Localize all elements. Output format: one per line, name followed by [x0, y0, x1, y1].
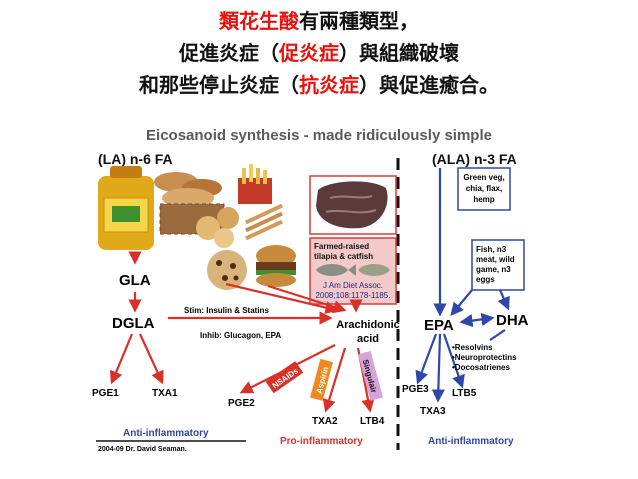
title-highlight-anti: 抗炎症: [299, 73, 359, 97]
anti-inflammatory-left: Anti-inflammatory: [123, 428, 209, 439]
green-veg-line-2: chia, flax,: [466, 184, 502, 193]
fish-icon: [358, 264, 390, 276]
farmed-fish-box: Farmed-raised tilapia & catfish J Am Die…: [309, 237, 397, 305]
pro-inflammatory-label: Pro-inflammatory: [280, 436, 363, 447]
green-veg-box: Green veg, chia, flax, hemp: [457, 167, 511, 211]
node-ltb4: LTB4: [360, 416, 385, 427]
node-arachidonic-2: acid: [357, 333, 379, 345]
aspirin-tag: Aspirin: [310, 358, 333, 401]
node-txa1: TXA1: [152, 388, 178, 399]
node-dgla: DGLA: [112, 315, 155, 332]
title-highlight-pro: 促炎症: [279, 41, 339, 65]
node-txa2: TXA2: [312, 416, 338, 427]
slide-title-line-3: 和那些停止炎症（抗炎症）與促進癒合。: [0, 73, 638, 97]
title-text: ）與組織破壞: [339, 41, 459, 65]
breadsticks-image: [245, 203, 283, 241]
title-text: 有兩種類型，: [299, 9, 419, 33]
dha-product-neuroprotectins: •Neuroprotectins: [452, 353, 517, 362]
meat-image: [309, 175, 397, 235]
anti-inflammatory-right: Anti-inflammatory: [428, 436, 514, 447]
stim-label: Stim: Insulin & Statins: [184, 306, 269, 315]
copyright: 2004-09 Dr. David Seaman.: [98, 446, 187, 453]
node-pge2: PGE2: [228, 398, 255, 409]
diagram-title: Eicosanoid synthesis - made ridiculously…: [146, 127, 492, 144]
inhib-label: Inhib: Glucagon, EPA: [200, 331, 281, 340]
node-epa: EPA: [424, 317, 454, 334]
farmed-fish-label-1: Farmed-raised: [314, 242, 369, 251]
n3-arrows: [415, 168, 510, 403]
node-txa3: TXA3: [420, 406, 446, 417]
singulair-tag: Singulair: [357, 351, 383, 401]
farmed-fish-label-2: tilapia & catfish: [314, 252, 373, 261]
n6-arrows: [109, 251, 375, 413]
n6-header: (LA) n-6 FA: [98, 151, 173, 167]
node-ltb5: LTB5: [452, 388, 477, 399]
title-text: 和那些停止炎症（: [139, 73, 299, 97]
citation-line-1: J Am Diet Assoc.: [323, 281, 383, 290]
cookie-image: [207, 250, 247, 290]
fish-meat-line-3: game, n3: [476, 265, 511, 274]
dha-product-docosatrienes: •Docosatrienes: [452, 363, 510, 372]
node-gla: GLA: [119, 272, 151, 289]
fries-image: [238, 164, 272, 204]
dha-product-resolvins: •Resolvins: [452, 343, 493, 352]
citation-line-2: 2008;108:1178-1185.: [316, 291, 391, 300]
fish-meat-line-1: Fish, n3: [476, 245, 507, 254]
pastries-image: [196, 207, 239, 248]
title-highlight-eicosanoids: 類花生酸: [219, 9, 299, 33]
node-dha: DHA: [496, 312, 529, 329]
fish-meat-line-2: meat, wild: [476, 255, 515, 264]
fish-meat-line-4: eggs: [476, 275, 495, 284]
slide-title-line-2: 促進炎症（促炎症）與組織破壞: [0, 41, 638, 65]
green-veg-line-1: Green veg,: [463, 173, 504, 182]
fish-meat-box: Fish, n3 meat, wild game, n3 eggs: [471, 239, 525, 291]
title-text: 促進炎症（: [179, 41, 279, 65]
title-text: ）與促進癒合。: [359, 73, 499, 97]
node-pge3: PGE3: [402, 384, 429, 395]
node-arachidonic-1: Arachidonic: [336, 319, 400, 331]
n3-header: (ALA) n-3 FA: [432, 151, 517, 167]
burger-image: [256, 245, 296, 287]
fish-icon: [316, 264, 356, 276]
green-veg-line-3: hemp: [473, 195, 494, 204]
node-pge1: PGE1: [92, 388, 119, 399]
slide-title-line-1: 類花生酸有兩種類型，: [0, 9, 638, 33]
oil-bottle-image: [98, 166, 154, 250]
